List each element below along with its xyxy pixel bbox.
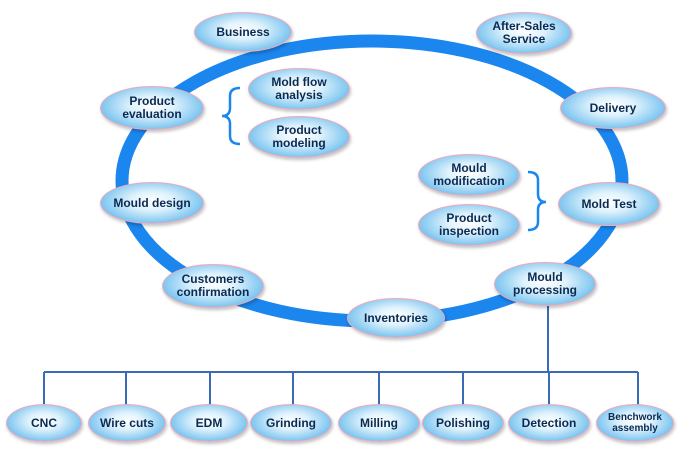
- node-after-sales-service: After-Sales Service: [476, 12, 572, 54]
- node-process-wire-cuts: Wire cuts: [88, 404, 166, 442]
- node-mould-design: Mould design: [100, 182, 204, 224]
- evaluation-bracket: [221, 86, 241, 146]
- process-label: Polishing: [436, 415, 490, 430]
- process-label: Grinding: [266, 415, 316, 430]
- node-product-modeling: Product modeling: [248, 116, 350, 158]
- process-label: Detection: [521, 415, 577, 430]
- process-label: CNC: [31, 415, 57, 430]
- process-label: EDM: [195, 415, 223, 430]
- node-delivery: Delivery: [560, 87, 666, 129]
- node-mould-design-label: Mould design: [113, 195, 191, 210]
- process-label: Benchwork assembly: [608, 412, 662, 434]
- node-process-milling: Milling: [338, 404, 420, 442]
- node-mold-flow-analysis: Mold flow analysis: [248, 68, 350, 110]
- node-mold-test-label: Mold Test: [581, 196, 637, 211]
- node-process-cnc: CNC: [6, 404, 82, 442]
- process-label: Wire cuts: [100, 415, 154, 430]
- node-product-evaluation: Product evaluation: [100, 86, 204, 130]
- node-inventories-label: Inventories: [363, 310, 429, 325]
- node-business-label: Business: [216, 24, 270, 39]
- node-mold-flow-label: Mold flow analysis: [271, 75, 327, 102]
- node-mould-processing: Mould processing: [494, 262, 596, 306]
- node-customers-confirmation: Customers confirmation: [162, 264, 264, 308]
- node-process-detection: Detection: [508, 404, 590, 442]
- node-customers-confirmation-label: Customers confirmation: [176, 272, 250, 299]
- node-inventories: Inventories: [347, 298, 445, 338]
- node-mould-processing-label: Mould processing: [512, 270, 578, 297]
- node-product-evaluation-label: Product evaluation: [122, 94, 182, 121]
- node-mould-modification: Mould modification: [418, 154, 520, 196]
- node-process-benchwork-assembly: Benchwork assembly: [596, 404, 674, 442]
- test-bracket: [527, 170, 547, 232]
- process-label: Milling: [360, 415, 398, 430]
- node-product-inspection-label: Product inspection: [438, 211, 499, 238]
- node-process-edm: EDM: [170, 404, 248, 442]
- node-process-grinding: Grinding: [250, 404, 332, 442]
- node-business: Business: [194, 12, 292, 52]
- node-product-inspection: Product inspection: [418, 204, 520, 246]
- node-mold-test: Mold Test: [558, 182, 660, 226]
- node-after-sales-label: After-Sales Service: [492, 19, 556, 46]
- node-process-polishing: Polishing: [422, 404, 504, 442]
- node-delivery-label: Delivery: [589, 100, 637, 115]
- node-product-modeling-label: Product modeling: [272, 123, 326, 150]
- node-mould-modification-label: Mould modification: [433, 161, 505, 188]
